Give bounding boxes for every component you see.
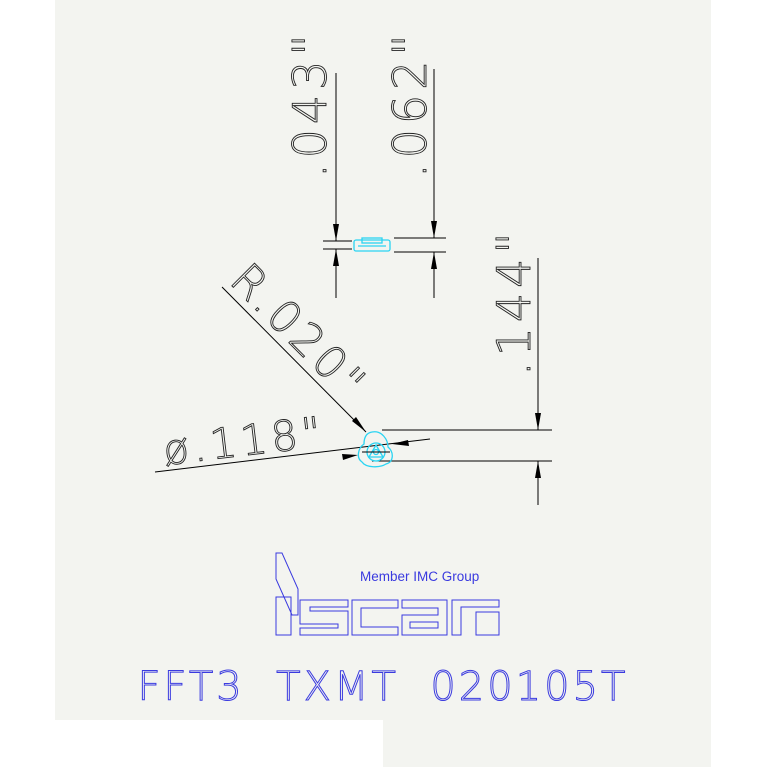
insert-top-view bbox=[357, 431, 393, 468]
part-designation: FFT3 TXMT 020105T bbox=[138, 664, 629, 710]
dimension-062: .062" bbox=[383, 29, 446, 298]
iscar-logo: Member IMC Group bbox=[275, 552, 500, 636]
dimension-text-062: .062" bbox=[383, 29, 437, 178]
dimension-text-144: .144" bbox=[487, 227, 541, 376]
insert-side-view bbox=[353, 237, 391, 252]
dimension-text-043: .043" bbox=[283, 29, 337, 178]
dimension-043: .043" bbox=[283, 29, 352, 298]
dimension-144: .144" bbox=[372, 227, 552, 505]
member-imc-group-label: Member IMC Group bbox=[360, 569, 479, 584]
